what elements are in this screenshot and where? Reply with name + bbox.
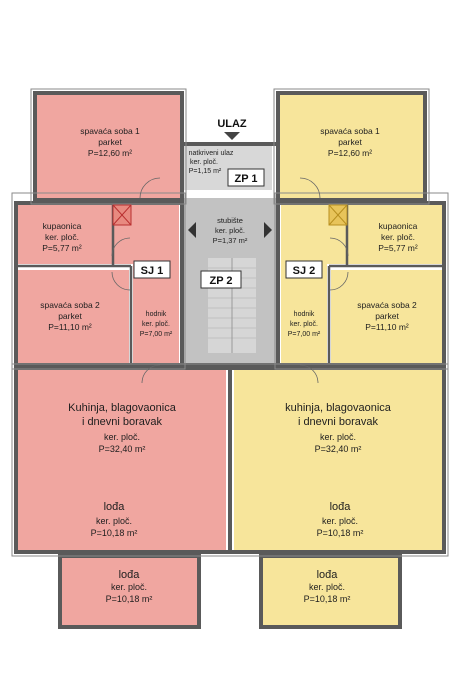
sj1-vent-icon — [112, 204, 132, 226]
sj1-living-line-3: ker. ploč. — [104, 432, 140, 442]
sj2-vent-icon — [328, 204, 348, 226]
stair-line-2: ker. ploč. — [215, 226, 245, 235]
zp2-tag: ZP 2 — [209, 275, 232, 287]
sj1-loggia-line-3: P=10,18 m² — [91, 528, 138, 538]
sj1-bedroom2-line-1: spavaća soba 2 — [40, 300, 100, 310]
stair-right-arrow-icon — [264, 222, 272, 238]
sj2-bedroom2-line-1: spavaća soba 2 — [357, 300, 417, 310]
stair-line-1: stubište — [217, 216, 243, 225]
sj2-bathroom-line-3: P=5,77 m² — [378, 243, 418, 253]
sj2-loggia-line-1: lođa — [330, 501, 352, 513]
stair-left-arrow-icon — [188, 222, 196, 238]
sj1-living-line-4: P=32,40 m² — [99, 444, 146, 454]
sj2-bedroom1-room — [280, 95, 423, 198]
sj2-bedroom2-line-3: P=11,10 m² — [365, 322, 409, 332]
sj2-tag: SJ 2 — [293, 265, 316, 277]
sj1-loggia-line-1: lođa — [104, 501, 126, 513]
sj2-hallway-line-3: P=7,00 m² — [288, 331, 321, 338]
sj1-balcony-room — [62, 558, 197, 625]
sj2-bedroom2-line-2: parket — [375, 311, 399, 321]
sj1-balcony-line-1: lođa — [119, 569, 141, 581]
sj2-living-line-3: ker. ploč. — [320, 432, 356, 442]
sj2-bedroom1-line-3: P=12,60 m² — [328, 148, 372, 158]
sj1-bathroom-line-3: P=5,77 m² — [42, 243, 82, 253]
entrance-label: ULAZ — [217, 118, 247, 130]
sj1-bedroom1-line-3: P=12,60 m² — [88, 148, 132, 158]
sj1-living-line-2: i dnevni boravak — [82, 416, 163, 428]
sj2-hallway-line-2: ker. ploč. — [290, 321, 318, 328]
sj2-living-line-2: i dnevni boravak — [298, 416, 379, 428]
sj2-bedroom1-line-2: parket — [338, 137, 362, 147]
sj1-bedroom1-room — [37, 95, 180, 198]
sj2-loggia-line-2: ker. ploč. — [322, 516, 358, 526]
sj1-bedroom2-room — [18, 270, 129, 363]
sj1-living-line-1: Kuhinja, blagovaonica — [68, 402, 177, 414]
sj1-balcony-line-2: ker. ploč. — [111, 582, 147, 592]
sj1-bedroom2-line-2: parket — [58, 311, 82, 321]
sj2-living-line-1: kuhinja, blagovaonica — [285, 402, 392, 414]
sj2-bathroom-line-2: ker. ploč. — [381, 232, 415, 242]
zp1-line-1: natkriveni ulaz — [189, 150, 234, 157]
sj1-tag: SJ 1 — [141, 265, 164, 277]
sj2-balcony-line-2: ker. ploč. — [309, 582, 345, 592]
sj1-bathroom-line-1: kupaonica — [43, 221, 82, 231]
sj1-living-room — [18, 370, 226, 550]
sj1-bedroom1-line-1: spavaća soba 1 — [80, 126, 140, 136]
sj2-living-line-4: P=32,40 m² — [315, 444, 362, 454]
sj2-bathroom-room — [347, 205, 442, 264]
zp1-line-2: ker. ploč. — [190, 159, 218, 166]
sj1-loggia-line-2: ker. ploč. — [96, 516, 132, 526]
sj1-hallway-line-3: P=7,00 m² — [140, 331, 173, 338]
stair-line-3: P=1,37 m² — [213, 236, 248, 245]
sj2-bedroom2-room — [331, 270, 442, 363]
sj2-loggia-line-3: P=10,18 m² — [317, 528, 364, 538]
zp1-line-3: P=1,15 m² — [189, 168, 222, 175]
zp1-tag: ZP 1 — [234, 173, 257, 185]
entrance-arrow-icon — [224, 132, 240, 140]
sj1-bathroom-line-2: ker. ploč. — [45, 232, 79, 242]
sj2-balcony-line-3: P=10,18 m² — [304, 594, 351, 604]
sj1-hallway-line-1: hodnik — [146, 311, 167, 318]
sj1-bedroom2-line-3: P=11,10 m² — [48, 322, 92, 332]
sj1-hallway-line-2: ker. ploč. — [142, 321, 170, 328]
sj2-balcony-line-1: lođa — [317, 569, 339, 581]
sj2-hallway-room — [281, 205, 327, 363]
sj2-bathroom-line-1: kupaonica — [379, 221, 418, 231]
sj1-bedroom1-line-2: parket — [98, 137, 122, 147]
sj2-living-room — [234, 370, 442, 550]
sj2-balcony-room — [263, 558, 398, 625]
sj1-bathroom-room — [18, 205, 113, 264]
sj1-hallway-room — [133, 205, 179, 363]
sj2-hallway-line-1: hodnik — [294, 311, 315, 318]
sj1-balcony-line-3: P=10,18 m² — [106, 594, 153, 604]
sj2-bedroom1-line-1: spavaća soba 1 — [320, 126, 380, 136]
